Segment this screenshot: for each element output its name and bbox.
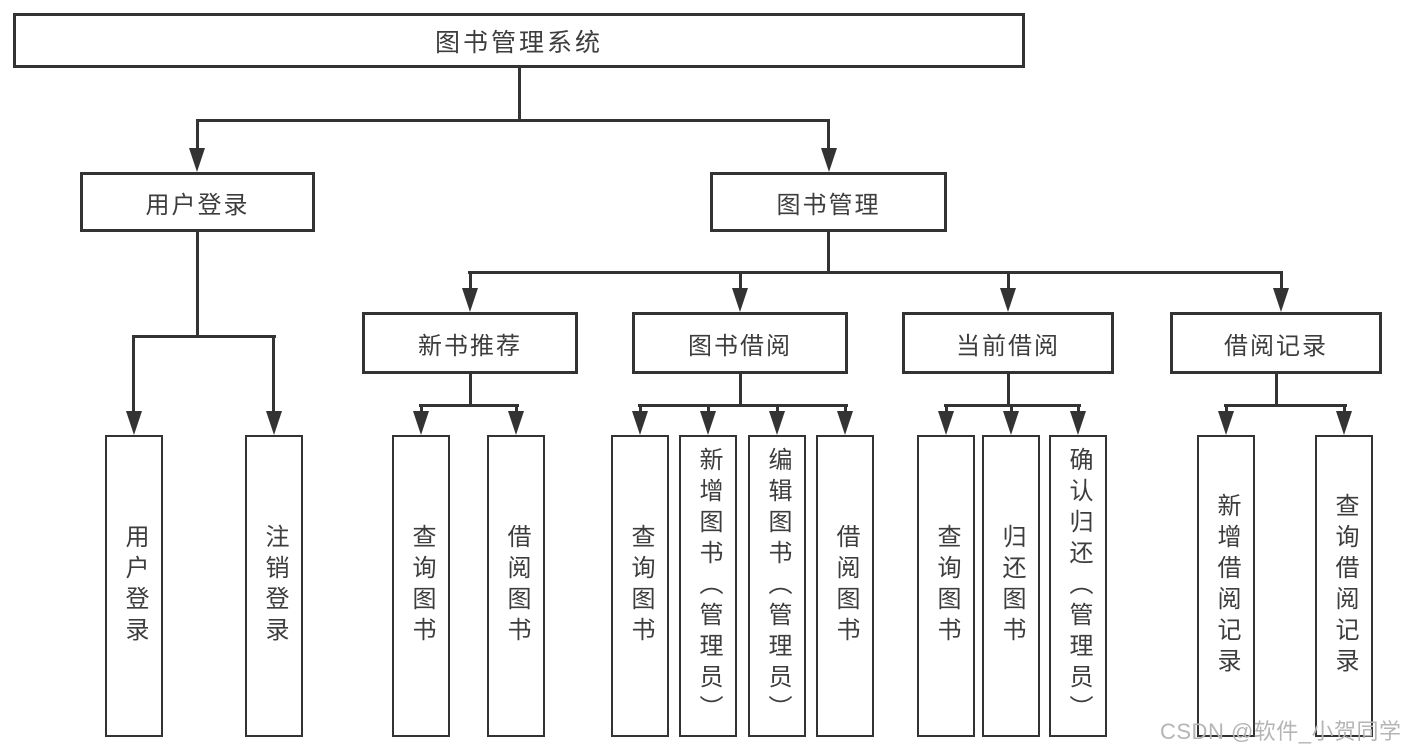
leaf-label: 查询借阅记录 [1331, 493, 1358, 679]
arrowhead-down-icon [266, 411, 282, 435]
connector-line [1225, 404, 1228, 414]
leaf-label: 借阅图书 [503, 524, 530, 648]
connector-line [945, 404, 948, 414]
connector-line [827, 232, 830, 274]
node-borrowing-records: 借阅记录 [1170, 312, 1382, 374]
connector-line [707, 404, 710, 414]
arrowhead-down-icon [413, 411, 429, 435]
leaf-borrow-book-2: 借阅图书 [816, 435, 874, 737]
leaf-add-book-admin: 新增图书（管理员） [679, 435, 737, 737]
arrowhead-down-icon [837, 411, 853, 435]
leaf-edit-book-admin: 编辑图书（管理员） [748, 435, 806, 737]
connector-line [196, 119, 830, 122]
node-book-management: 图书管理 [710, 172, 947, 232]
leaf-return-book: 归还图书 [982, 435, 1040, 737]
leaf-confirm-return-admin: 确认归还（管理员） [1049, 435, 1107, 737]
connector-line [469, 271, 472, 291]
arrowhead-down-icon [126, 411, 142, 435]
leaf-label: 新增借阅记录 [1213, 493, 1240, 679]
leaf-label: 编辑图书（管理员） [764, 446, 791, 726]
arrowhead-down-icon [1003, 411, 1019, 435]
node-label: 用户登录 [145, 191, 250, 219]
connector-line [469, 374, 472, 407]
arrowhead-down-icon [1273, 288, 1289, 312]
connector-line [1007, 374, 1010, 407]
arrowhead-down-icon [700, 411, 716, 435]
arrowhead-down-icon [769, 411, 785, 435]
leaf-label: 查询图书 [933, 524, 960, 648]
leaf-label: 归还图书 [998, 524, 1025, 648]
arrowhead-down-icon [189, 148, 205, 172]
connector-line [1275, 374, 1278, 407]
connector-line [638, 404, 848, 407]
leaf-query-borrow-record: 查询借阅记录 [1315, 435, 1373, 737]
connector-line [420, 404, 423, 414]
node-label: 图书管理 [776, 191, 881, 219]
node-label: 借阅记录 [1224, 332, 1328, 360]
arrowhead-down-icon [632, 411, 648, 435]
arrowhead-down-icon [938, 411, 954, 435]
node-label: 图书管理系统 [434, 28, 603, 57]
connector-line [1010, 404, 1013, 414]
leaf-label: 注销登录 [261, 524, 288, 648]
connector-line [272, 335, 275, 413]
connector-line [844, 404, 847, 414]
connector-line [419, 404, 519, 407]
connector-line [827, 119, 830, 149]
arrowhead-down-icon [1070, 411, 1086, 435]
leaf-query-book-2: 查询图书 [611, 435, 669, 737]
node-new-book-recommend: 新书推荐 [362, 312, 578, 374]
arrowhead-down-icon [732, 288, 748, 312]
connector-line [1007, 271, 1010, 291]
connector-line [132, 335, 276, 338]
leaf-label: 新增图书（管理员） [695, 446, 722, 726]
node-book-borrowing: 图书借阅 [632, 312, 848, 374]
csdn-watermark: CSDN @软件_小贺同学 [1160, 719, 1402, 744]
leaf-label: 确认归还（管理员） [1065, 446, 1092, 726]
arrowhead-down-icon [821, 148, 837, 172]
connector-line [739, 271, 742, 291]
connector-line [468, 271, 1282, 274]
node-user-login: 用户登录 [80, 172, 315, 232]
connector-line [639, 404, 642, 414]
leaf-query-book-1: 查询图书 [392, 435, 450, 737]
leaf-label: 查询图书 [408, 524, 435, 648]
connector-line [518, 68, 521, 119]
node-label: 当前借阅 [956, 332, 1060, 360]
leaf-query-book-3: 查询图书 [917, 435, 975, 737]
connector-line [196, 119, 199, 149]
node-library-management-system: 图书管理系统 [13, 13, 1025, 68]
connector-line [196, 232, 199, 337]
leaf-borrow-book-1: 借阅图书 [487, 435, 545, 737]
connector-line [739, 374, 742, 407]
leaf-logout: 注销登录 [245, 435, 303, 737]
node-label: 新书推荐 [418, 332, 522, 360]
arrowhead-down-icon [1218, 411, 1234, 435]
leaf-label: 查询图书 [627, 524, 654, 648]
connector-line [515, 404, 518, 414]
connector-line [1224, 404, 1347, 407]
leaf-label: 用户登录 [121, 524, 148, 648]
connector-line [1077, 404, 1080, 414]
arrowhead-down-icon [1000, 288, 1016, 312]
arrowhead-down-icon [1336, 411, 1352, 435]
node-current-borrowing: 当前借阅 [902, 312, 1114, 374]
connector-line [1280, 271, 1283, 291]
connector-line [132, 335, 135, 413]
arrowhead-down-icon [508, 411, 524, 435]
leaf-add-borrow-record: 新增借阅记录 [1197, 435, 1255, 737]
arrowhead-down-icon [462, 288, 478, 312]
connector-line [1343, 404, 1346, 414]
leaf-label: 借阅图书 [832, 524, 859, 648]
node-label: 图书借阅 [688, 332, 792, 360]
leaf-user-login: 用户登录 [105, 435, 163, 737]
connector-line [776, 404, 779, 414]
